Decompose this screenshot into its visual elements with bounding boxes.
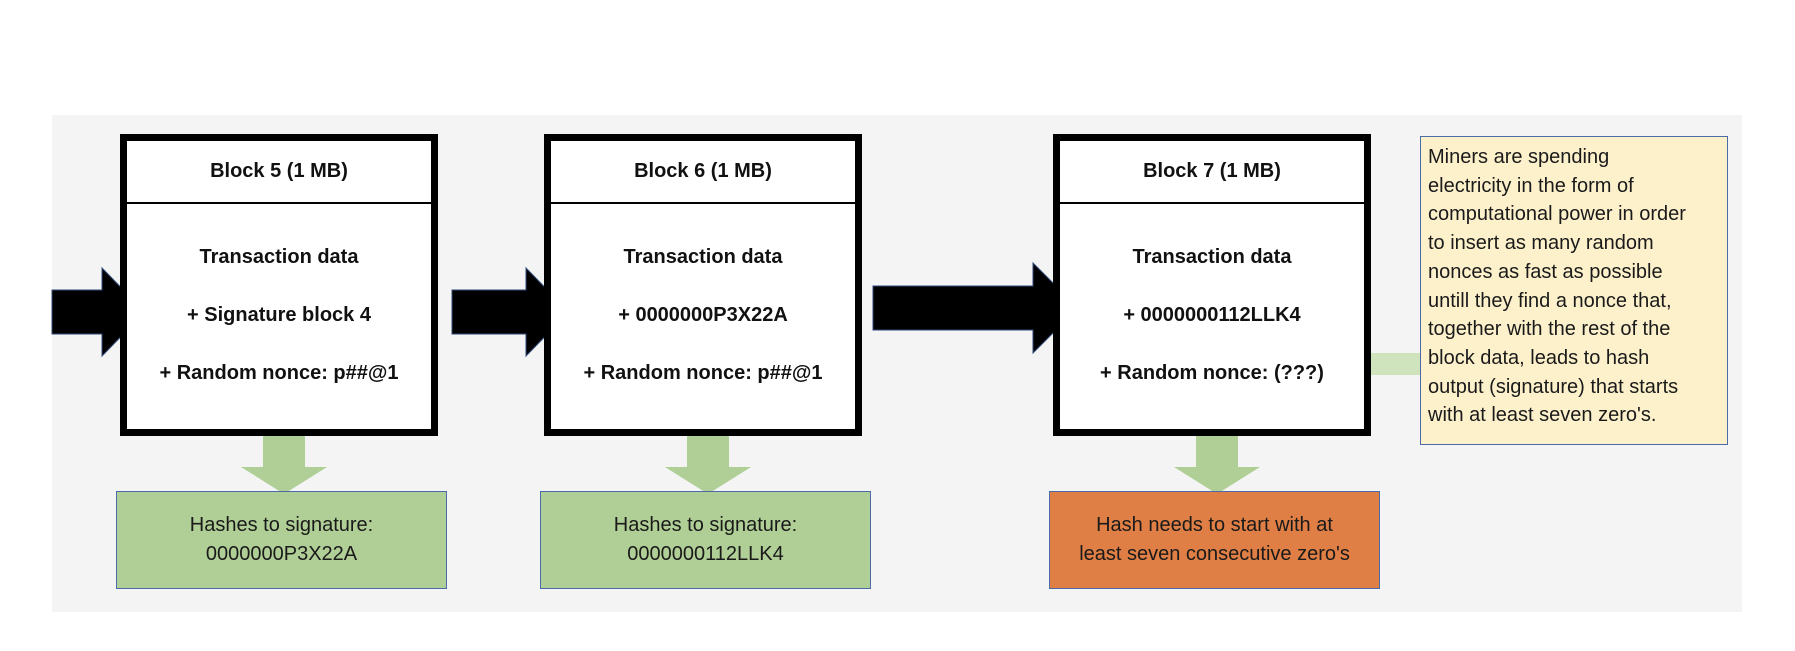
down-arrow-block-7 [1174, 420, 1260, 494]
block-line-nonce: + Random nonce: p##@1 [159, 362, 399, 384]
note-line: together with the rest of the [1428, 318, 1671, 341]
chain-arrow-block-6-to-7 [872, 261, 1079, 355]
note-line: electricity in the form of [1428, 174, 1634, 197]
block-line-signature: + 0000000P3X22A [618, 304, 788, 326]
note-line: Miners are spending [1428, 146, 1610, 168]
note-line: untill they find a nonce that, [1428, 289, 1672, 312]
note-line: computational power in order [1428, 203, 1686, 226]
block-title: Block 6 (1 MB) [551, 141, 855, 204]
note-line: to insert as many random [1428, 232, 1654, 255]
down-arrow-block-6 [665, 420, 751, 494]
block-line-nonce: + Random nonce: p##@1 [583, 362, 823, 384]
result-line: Hashes to signature: [189, 514, 374, 536]
down-arrow-block-5 [241, 420, 327, 494]
result-line: Hashes to signature: [613, 514, 798, 536]
block-line-signature: + Signature block 4 [187, 304, 371, 326]
result-line: 0000000P3X22A [205, 543, 358, 565]
block-line-signature: + 0000000112LLK4 [1123, 304, 1301, 326]
miners-note: Miners are spending electricity in the f… [1420, 136, 1728, 445]
block-title: Block 5 (1 MB) [127, 141, 431, 204]
note-line: with at least seven zero's. [1428, 404, 1657, 427]
note-line: block data, leads to hash [1428, 346, 1650, 369]
block-line-transaction-data: Transaction data [623, 246, 783, 268]
block-line-nonce: + Random nonce: (???) [1100, 362, 1324, 384]
block-line-transaction-data: Transaction data [199, 246, 359, 268]
block-title: Block 7 (1 MB) [1060, 141, 1364, 204]
result-line: least seven consecutive zero's [1079, 543, 1350, 565]
result-line: Hash needs to start with at [1096, 514, 1333, 536]
result-line: 0000000112LLK4 [627, 543, 784, 565]
block-7: Block 7 (1 MB) Transaction data + 000000… [1053, 134, 1371, 436]
block-5: Block 5 (1 MB) Transaction data + Signat… [120, 134, 438, 436]
block-6-hash-result: Hashes to signature: 0000000112LLK4 [540, 491, 871, 589]
block-7-hash-requirement: Hash needs to start with at least seven … [1049, 491, 1380, 589]
block-5-hash-result: Hashes to signature: 0000000P3X22A [116, 491, 447, 589]
block-line-transaction-data: Transaction data [1132, 246, 1292, 268]
note-line: nonces as fast as possible [1428, 260, 1663, 283]
block-6: Block 6 (1 MB) Transaction data + 000000… [544, 134, 862, 436]
note-line: output (signature) that starts [1428, 375, 1679, 398]
